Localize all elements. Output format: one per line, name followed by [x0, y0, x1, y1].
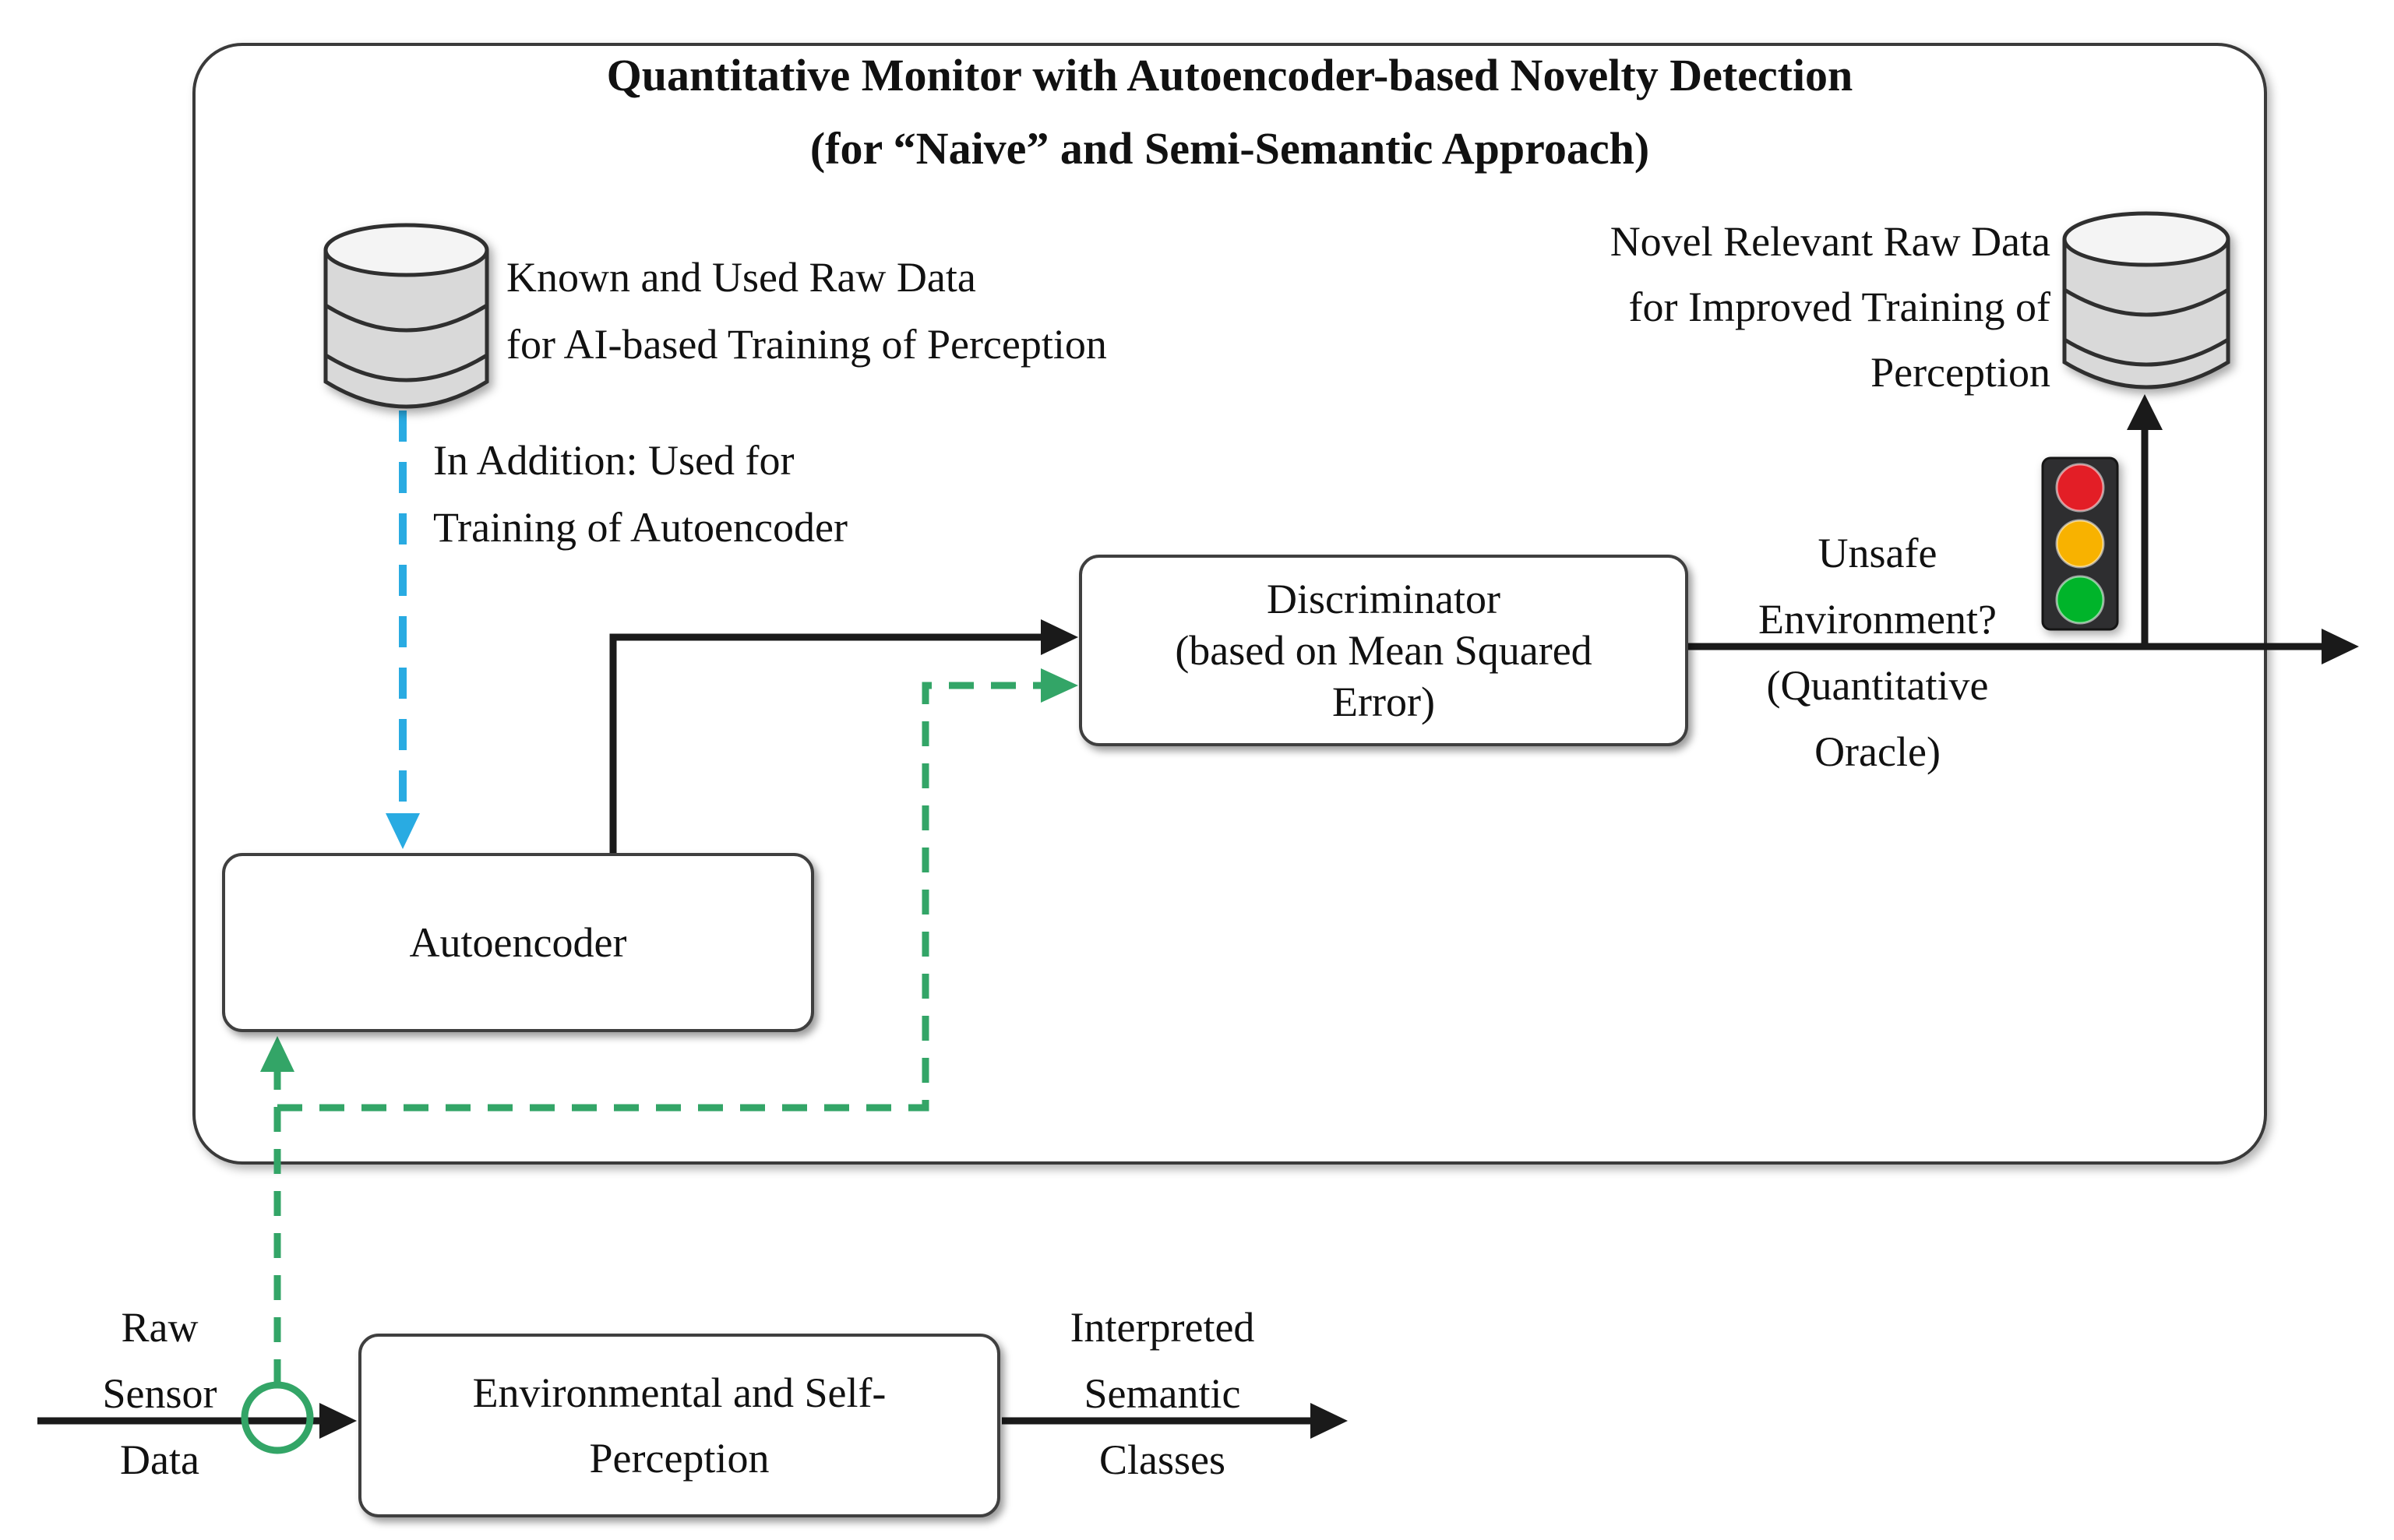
known-database-icon: [323, 223, 489, 409]
amber-light-icon: [2055, 519, 2105, 569]
raw-data-to-discriminator-arrow: [277, 682, 1041, 1112]
raw-data-to-discriminator-arrowhead-icon: [1041, 668, 1078, 703]
database-top: [2062, 211, 2230, 267]
oracle-output-arrowhead-icon: [2322, 629, 2359, 664]
green-light-icon: [2055, 575, 2105, 625]
traffic-light-icon: [2041, 456, 2119, 631]
database-separator: [324, 303, 488, 333]
autoencoder-to-discriminator-arrowhead-icon: [1041, 619, 1078, 655]
novel-database-icon: [2062, 211, 2230, 389]
database-top: [323, 223, 489, 277]
novel-data-store-arrowhead-icon: [2127, 394, 2163, 430]
green-circle-junction-icon: [241, 1381, 314, 1454]
semantic-output-arrowhead-icon: [1310, 1403, 1348, 1439]
database-separator: [2063, 287, 2230, 317]
database-separator: [2063, 337, 2230, 367]
monitor-frame: [192, 43, 2267, 1165]
sensor-input-arrowhead-icon: [319, 1403, 357, 1439]
training-data-arrowhead-icon: [386, 813, 420, 849]
raw-data-to-autoencoder-arrowhead-icon: [260, 1036, 294, 1072]
autoencoder-to-discriminator-line: [609, 633, 1042, 853]
red-light-icon: [2055, 463, 2105, 513]
database-separator: [324, 353, 488, 382]
